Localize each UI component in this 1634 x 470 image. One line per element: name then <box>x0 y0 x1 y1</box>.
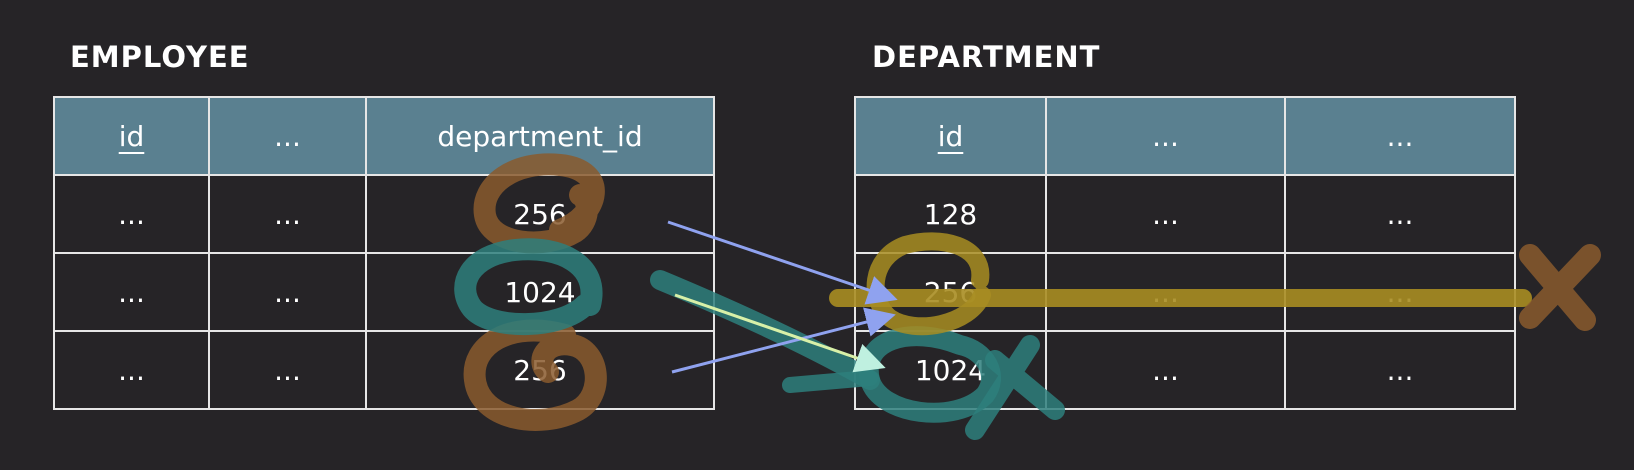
primary-key-label: id <box>118 119 145 153</box>
department-cell: ... <box>1284 174 1516 254</box>
employee-cell: ... <box>208 330 367 410</box>
employee-row: ... ... 1024 <box>53 252 715 332</box>
orange-cross-marker <box>1519 244 1601 331</box>
department-header-row: id ... ... <box>854 96 1516 176</box>
department-table-title: DEPARTMENT <box>872 40 1101 74</box>
employee-header-id: id <box>53 96 210 176</box>
department-cell: ... <box>1045 252 1286 332</box>
employee-cell: ... <box>53 252 210 332</box>
department-header-ellipsis: ... <box>1045 96 1286 176</box>
department-header-ellipsis: ... <box>1284 96 1516 176</box>
department-cell: ... <box>1045 174 1286 254</box>
employee-cell: ... <box>53 330 210 410</box>
employee-department-id-cell: 1024 <box>365 252 715 332</box>
employee-header-ellipsis: ... <box>208 96 367 176</box>
primary-key-label: id <box>937 119 964 153</box>
department-id-cell: 128 <box>854 174 1047 254</box>
department-header-id: id <box>854 96 1047 176</box>
employee-table-title: EMPLOYEE <box>70 40 250 74</box>
employee-header-department-id: department_id <box>365 96 715 176</box>
employee-header-row: id ... department_id <box>53 96 715 176</box>
department-row: 128 ... ... <box>854 174 1516 254</box>
department-id-cell: 1024 <box>854 330 1047 410</box>
department-id-cell: 256 <box>854 252 1047 332</box>
department-table: id ... ... 128 ... ... 256 ... ... 1024 … <box>854 96 1516 410</box>
employee-department-id-cell: 256 <box>365 330 715 410</box>
department-row: 1024 ... ... <box>854 330 1516 410</box>
employee-department-id-cell: 256 <box>365 174 715 254</box>
employee-cell: ... <box>53 174 210 254</box>
department-cell: ... <box>1284 252 1516 332</box>
employee-cell: ... <box>208 252 367 332</box>
employee-row: ... ... 256 <box>53 174 715 254</box>
department-row: 256 ... ... <box>854 252 1516 332</box>
department-cell: ... <box>1045 330 1286 410</box>
employee-row: ... ... 256 <box>53 330 715 410</box>
department-cell: ... <box>1284 330 1516 410</box>
employee-cell: ... <box>208 174 367 254</box>
employee-table: id ... department_id ... ... 256 ... ...… <box>53 96 715 410</box>
